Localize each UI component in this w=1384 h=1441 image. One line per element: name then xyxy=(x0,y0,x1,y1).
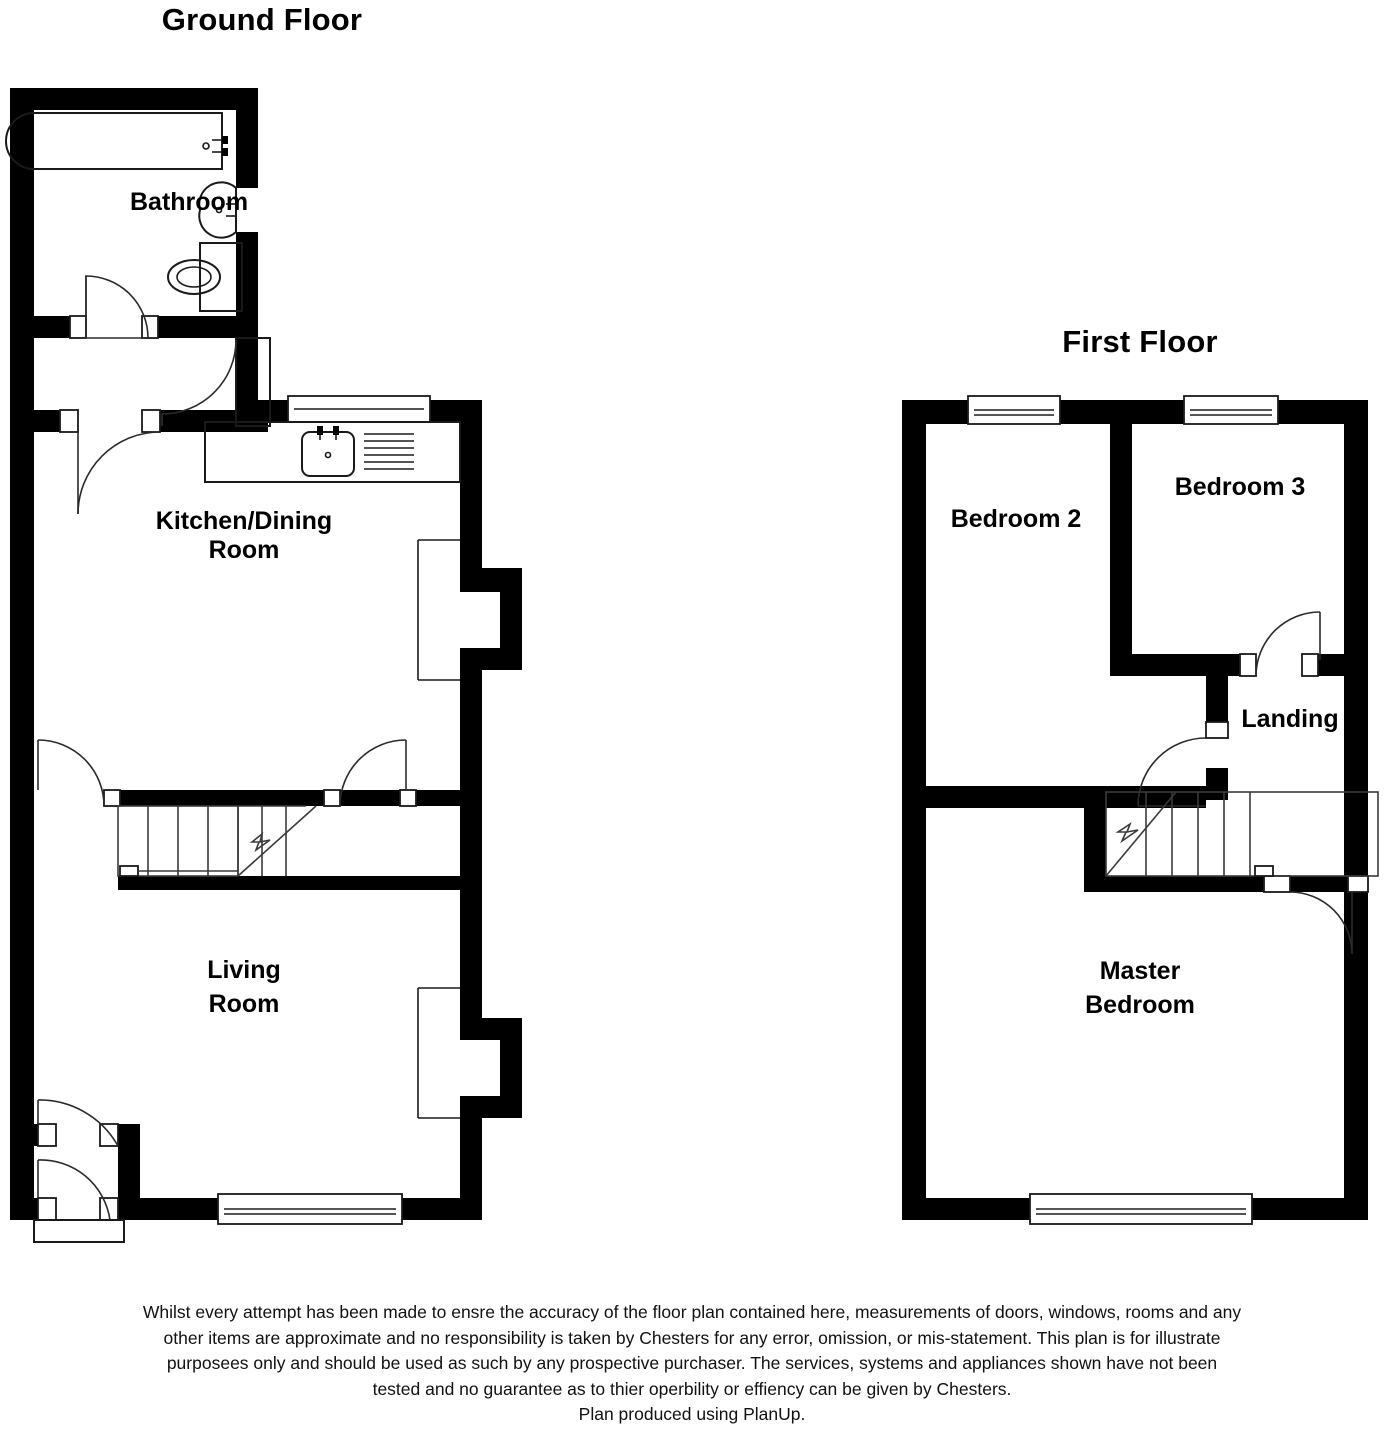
kitchen-living-door-left xyxy=(37,739,121,807)
room-label-living-line2: Room xyxy=(209,990,280,1018)
kitchen-chimney-alcove xyxy=(417,539,460,681)
room-label-kitchen-dining-line1: Kitchen/Dining xyxy=(156,507,332,535)
ground-staircase xyxy=(117,805,317,877)
porch-inner-door xyxy=(37,1099,119,1147)
living-room-window xyxy=(217,1193,403,1225)
toilet-fixture xyxy=(167,242,243,312)
kitchen-living-door-right xyxy=(323,739,417,807)
lobby-door xyxy=(161,337,271,427)
disclaimer-line-3: purposees only and should be used as suc… xyxy=(166,1353,1218,1373)
master-bedroom-window xyxy=(1029,1193,1253,1225)
basin-fixture xyxy=(198,181,237,239)
porch-outer-door xyxy=(33,1159,125,1243)
floor-plan-drawing: .w{fill:#000;} .fx{fill:none;stroke:#1a1… xyxy=(5,2,1379,1243)
kitchen-window xyxy=(287,395,431,423)
kitchen-worktop xyxy=(204,421,461,483)
disclaimer-line-5: Plan produced using PlanUp. xyxy=(578,1404,806,1424)
room-label-bathroom: Bathroom xyxy=(130,188,248,216)
bathroom-walls xyxy=(10,88,258,428)
sink-drainer xyxy=(364,433,414,470)
first-floor-plan: Bedroom 2 Bedroom 3 Landing Master Bedro… xyxy=(902,395,1379,1225)
kitchen-sink xyxy=(301,426,414,477)
living-room-walls xyxy=(10,790,522,1220)
disclaimer-line-1: Whilst every attempt has been made to en… xyxy=(142,1302,1242,1322)
first-floor-title: First Floor xyxy=(1062,324,1217,359)
room-label-kitchen-dining-line2: Room xyxy=(209,536,280,564)
kitchen-dining-walls xyxy=(10,400,522,1210)
room-label-master-line1: Master xyxy=(1100,957,1181,985)
first-floor-staircase xyxy=(1105,791,1379,877)
ground-floor-title: Ground Floor xyxy=(162,2,362,37)
lobby-door-left xyxy=(59,409,161,515)
room-label-master-line2: Bedroom xyxy=(1085,991,1195,1019)
bathroom-door xyxy=(69,275,159,339)
first-floor-internal-walls xyxy=(902,400,1368,892)
disclaimer-block: Whilst every attempt has been made to en… xyxy=(0,1300,1384,1428)
room-label-landing: Landing xyxy=(1241,705,1338,733)
disclaimer-line-2: other items are approximate and no respo… xyxy=(163,1327,1221,1348)
room-label-bedroom-3: Bedroom 3 xyxy=(1175,473,1306,501)
living-chimney-alcove xyxy=(417,987,460,1119)
ground-floor-plan: Bathroom Kitchen/Dining Room Living Room xyxy=(5,88,522,1243)
bedroom-3-window xyxy=(1183,395,1279,425)
disclaimer-line-4: tested and no guarantee as to thier oper… xyxy=(372,1378,1012,1399)
bedroom-3-door xyxy=(1239,611,1321,677)
room-label-living-line1: Living xyxy=(207,956,281,984)
bedroom-2-window xyxy=(967,395,1061,425)
bath-fixture xyxy=(5,112,228,170)
first-floor-outer-walls xyxy=(902,400,1368,1220)
room-label-bedroom-2: Bedroom 2 xyxy=(951,505,1082,533)
